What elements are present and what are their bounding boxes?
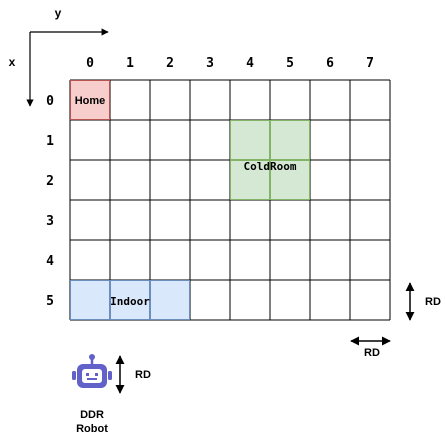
robot-name-line2: Robot xyxy=(76,423,108,435)
row-label: 1 xyxy=(46,134,54,149)
axes: y x xyxy=(9,6,109,107)
home-cell xyxy=(70,80,110,120)
column-label: 4 xyxy=(246,56,254,71)
column-width-label: RD xyxy=(364,347,380,359)
row-label: 4 xyxy=(46,254,54,269)
indoor-cell-outline xyxy=(150,280,190,320)
column-label: 3 xyxy=(206,56,214,71)
coldroom-cell xyxy=(230,120,270,160)
row-label: 3 xyxy=(46,214,54,229)
region-labels: Home ColdRoom Indoor xyxy=(75,95,297,308)
coldroom-cell-outline xyxy=(270,160,310,200)
indoor-cell xyxy=(70,280,110,320)
row-height-label: RD xyxy=(425,296,441,308)
region-outline-layer xyxy=(70,80,310,320)
indoor-cell xyxy=(150,280,190,320)
column-label: 5 xyxy=(286,56,294,71)
column-label: 1 xyxy=(126,56,134,71)
robot-size-label: RD xyxy=(135,369,151,381)
robot-icon xyxy=(72,354,112,388)
coldroom-cell xyxy=(270,160,310,200)
robot-name-line1: DDR xyxy=(80,409,104,421)
column-label: 0 xyxy=(86,56,94,71)
coldroom-cell-outline xyxy=(230,120,270,160)
indoor-cell xyxy=(110,280,150,320)
coldroom-cell-outline xyxy=(230,160,270,200)
regions-layer xyxy=(70,80,310,320)
y-axis-label: y xyxy=(55,6,62,20)
row-label: 2 xyxy=(46,174,54,189)
indoor-cell-outline xyxy=(110,280,150,320)
coldroom-cell xyxy=(270,120,310,160)
row-labels: 0 1 2 3 4 5 xyxy=(46,94,54,309)
coldroom-cell-outline xyxy=(270,120,310,160)
column-width-marker: RD xyxy=(350,336,391,359)
row-height-marker: RD xyxy=(405,282,441,321)
coldroom-cell xyxy=(230,160,270,200)
row-label: 5 xyxy=(46,294,54,309)
home-label: Home xyxy=(75,95,106,107)
indoor-label: Indoor xyxy=(110,295,150,308)
column-labels: 0 1 2 3 4 5 6 7 xyxy=(86,56,374,71)
column-label: 7 xyxy=(366,56,374,71)
column-label: 2 xyxy=(166,56,174,71)
column-label: 6 xyxy=(326,56,334,71)
row-label: 0 xyxy=(46,94,54,109)
coldroom-label: ColdRoom xyxy=(244,160,297,173)
x-axis-label: x xyxy=(9,55,16,69)
robot: RD DDR Robot xyxy=(72,354,151,435)
indoor-cell-outline xyxy=(70,280,110,320)
home-cell-outline xyxy=(70,80,110,120)
